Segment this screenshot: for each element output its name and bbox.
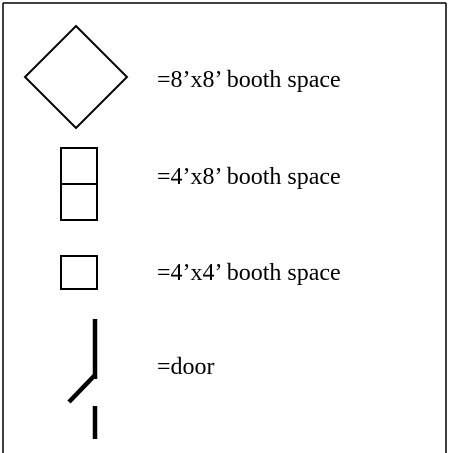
legend-label-8x8: =8’x8’ booth space (157, 67, 341, 93)
door-icon (67, 319, 98, 439)
legend-label-4x4: =4’x4’ booth space (157, 260, 341, 286)
stacked-squares-4x8-icon (60, 147, 98, 221)
legend-label-door: =door (157, 354, 215, 380)
diamond-8x8-icon (23, 24, 129, 130)
square-4x4-icon (60, 255, 98, 290)
legend-label-4x8: =4’x8’ booth space (157, 164, 341, 190)
